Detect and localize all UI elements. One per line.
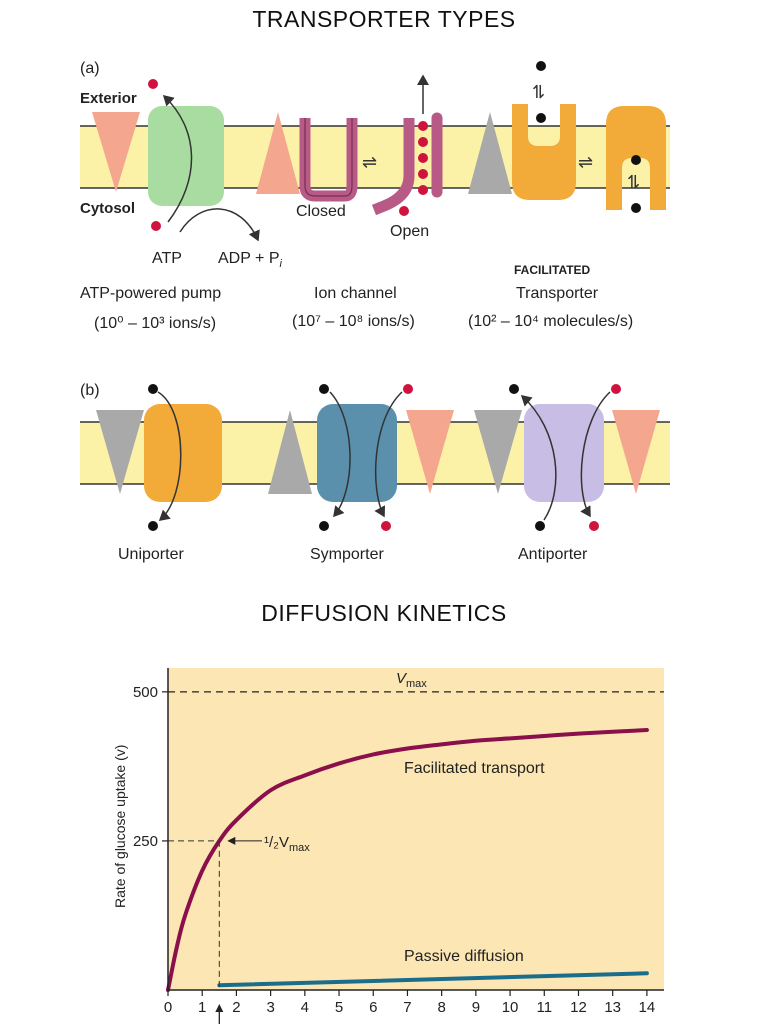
half-vmax-subscript: max (289, 842, 310, 854)
uniporter-label: Uniporter (118, 546, 184, 563)
x-tick-label: 7 (403, 999, 411, 1016)
gradient-triangle-red-3 (406, 410, 454, 494)
antiporter-label: Antiporter (518, 546, 588, 563)
km-marker-arrow-head (215, 1004, 224, 1012)
ion-red-pump-bottom (151, 221, 161, 231)
facilitated-label: FACILITATED (514, 263, 591, 277)
gradient-triangle-red-1 (92, 112, 140, 192)
adp-subscript: i (279, 258, 282, 271)
transporter-rate: (10² – 10⁴ molecules/s) (468, 313, 634, 330)
x-tick-label: 9 (472, 999, 480, 1016)
transporter-diagram: ⇌ ⇌ ⇌ ⇌ (80, 61, 670, 531)
gradient-triangle-gray-3 (268, 410, 312, 494)
title-transporter-types: TRANSPORTER TYPES (252, 6, 516, 32)
half-vmax-pointer-head (227, 836, 236, 845)
equilibrium-arrow-2: ⇌ (578, 152, 593, 173)
cytosol-label: Cytosol (80, 200, 136, 217)
x-tick-label: 14 (639, 999, 656, 1016)
pump-name: ATP-powered pump (80, 285, 222, 302)
x-tick-label: 6 (369, 999, 377, 1016)
symporter (317, 384, 413, 531)
pump-rate: (10⁰ – 10³ ions/s) (94, 315, 217, 332)
series-line-passive (217, 971, 649, 988)
transporter-inward: ⇌ (606, 106, 666, 213)
transporter-name: Transporter (516, 285, 599, 302)
svg-text:⇌: ⇌ (623, 174, 644, 189)
x-tick-label: 0 (164, 999, 172, 1016)
adp-label: ADP + Pi (218, 250, 282, 271)
svg-text:⇌: ⇌ (528, 84, 549, 99)
half-vmax-label: ¹/₂Vmax (264, 834, 310, 854)
x-tick-label: 4 (301, 999, 309, 1016)
title-diffusion-kinetics: DIFFUSION KINETICS (261, 600, 507, 626)
gradient-triangle-gray-1 (468, 112, 512, 194)
x-tick-label: 11 (536, 999, 552, 1016)
x-tick-label: 13 (604, 999, 621, 1016)
symporter-label: Symporter (310, 546, 384, 563)
channel-rate: (10⁷ – 10⁸ ions/s) (292, 313, 415, 330)
closed-ion-channel: ⇌ (299, 118, 377, 202)
x-tick-label: 5 (335, 999, 343, 1016)
panel-b-label: (b) (80, 382, 100, 399)
gradient-triangle-red-2 (256, 112, 300, 194)
x-tick-label: 2 (232, 999, 240, 1016)
ion-red-pump-top (148, 79, 158, 89)
gradient-triangle-red-4 (612, 410, 660, 494)
x-tick-label: 3 (266, 999, 274, 1016)
antiporter (509, 384, 621, 531)
open-ion-channel (371, 74, 443, 216)
open-label: Open (390, 223, 430, 240)
x-tick-label: 10 (502, 999, 519, 1016)
x-tick-label: 8 (437, 999, 445, 1016)
series-line-facilitated (166, 728, 649, 992)
y-tick-label: 250 (133, 833, 158, 850)
y-axis-label: Rate of glucose uptake (v) (112, 744, 128, 908)
uniporter (144, 384, 222, 531)
gradient-triangle-gray-4 (474, 410, 522, 494)
gradient-triangle-gray-2 (96, 410, 144, 494)
transporter-outward: ⇌ ⇌ (512, 61, 593, 200)
channel-name: Ion channel (314, 285, 397, 302)
plot-background (168, 668, 664, 990)
series-label-passive: Passive diffusion (404, 948, 524, 965)
closed-label: Closed (296, 203, 346, 220)
exterior-label: Exterior (80, 90, 137, 107)
x-tick-label: 12 (570, 999, 587, 1016)
atp-pump (148, 79, 260, 242)
panel-a-label: (a) (80, 60, 100, 77)
vmax-label: Vmax (396, 670, 427, 690)
vmax-subscript: max (406, 678, 427, 690)
equilibrium-arrow-1: ⇌ (362, 152, 377, 173)
series-label-facilitated: Facilitated transport (404, 760, 545, 777)
atp-label: ATP (152, 250, 182, 267)
y-tick-label: 500 (133, 684, 158, 701)
x-tick-label: 1 (198, 999, 206, 1016)
